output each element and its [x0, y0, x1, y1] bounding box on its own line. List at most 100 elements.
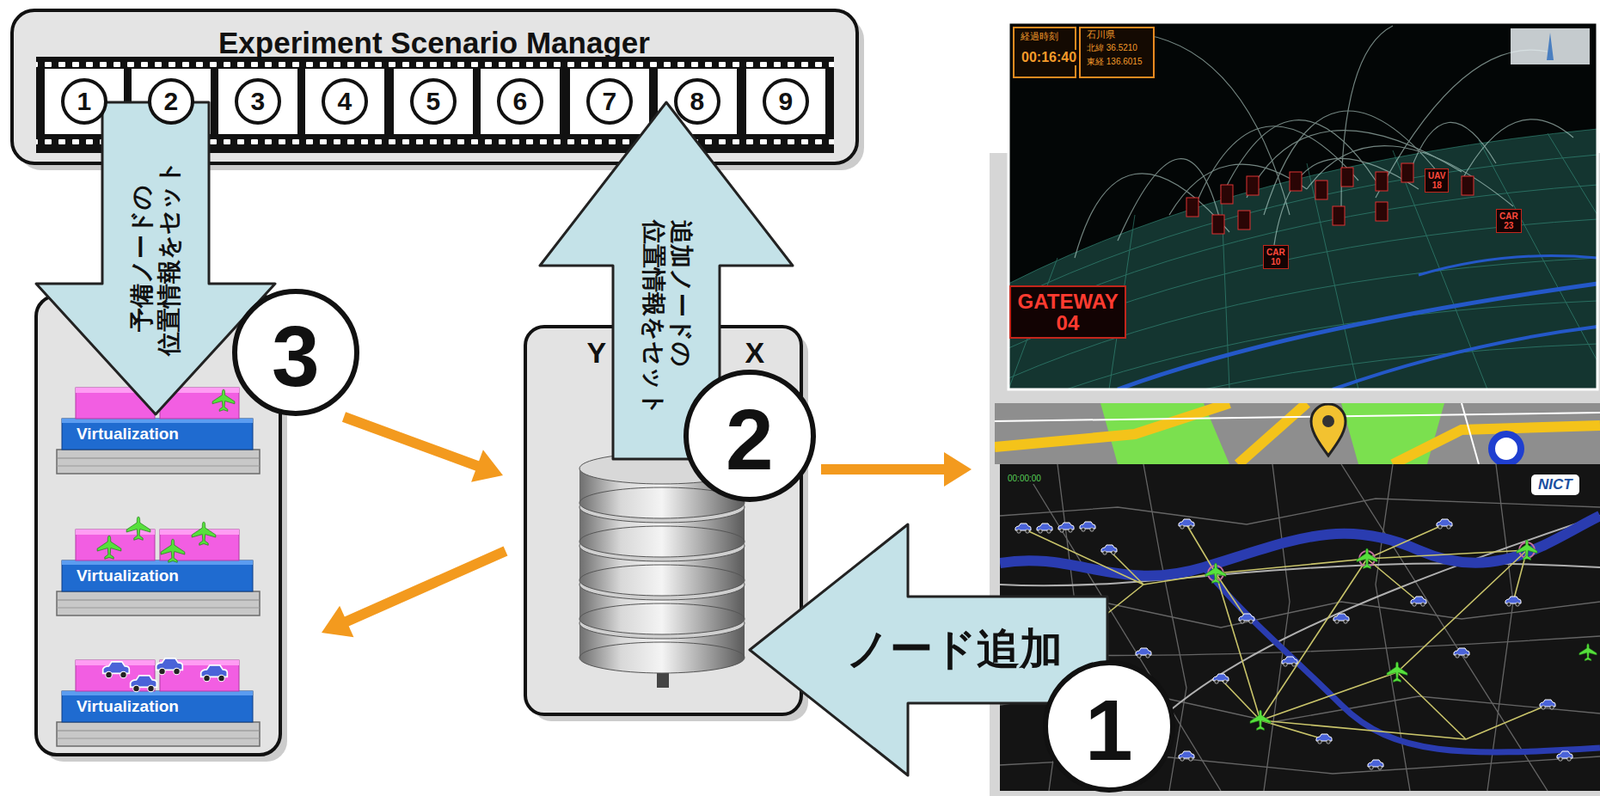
map-view-graphic	[1436, 519, 1453, 529]
film-frame: 8	[674, 78, 721, 125]
3d-view-graphic	[1074, 173, 1230, 258]
callout-number: 3	[271, 312, 320, 399]
node-tag: CAR 10	[1262, 245, 1289, 270]
map-strip-graphic	[1341, 403, 1445, 465]
frame-number: 8	[690, 88, 705, 115]
map-view-graphic	[1178, 751, 1195, 761]
scenario-manager-graphic	[393, 68, 473, 135]
scenario-manager-graphic	[570, 68, 650, 135]
3d-view-graphic	[1332, 326, 1598, 390]
database-graphic	[579, 526, 745, 558]
callout-circles	[1045, 662, 1173, 791]
map-view-graphic	[1220, 679, 1261, 721]
3d-view-graphic	[1341, 25, 1393, 207]
server-rack-graphic	[103, 662, 130, 679]
map-view-graphic	[1453, 648, 1470, 658]
server-rack-graphic	[160, 539, 185, 563]
map-view-graphic	[1505, 596, 1521, 607]
3d-view-graphic	[1246, 130, 1462, 198]
server-rack-graphic	[61, 560, 253, 592]
server-rack-graphic	[56, 449, 260, 474]
3d-view-graphic	[1272, 158, 1419, 258]
callout-number: 2	[725, 396, 774, 483]
3d-view-graphic	[1306, 146, 1514, 207]
node-tag: UAV 18	[1424, 168, 1449, 193]
map-view-graphic	[1263, 464, 1290, 791]
3d-view-graphic	[1008, 128, 1598, 390]
map-clock: 00:00:00	[1005, 473, 1043, 485]
map-view-graphic	[1023, 528, 1144, 585]
layer-label: Virtualization	[76, 697, 179, 717]
3d-view-graphic	[1008, 154, 1598, 301]
map-view-graphic	[1213, 674, 1229, 684]
3d-view-graphic	[1238, 210, 1251, 230]
server-rack-graphic	[56, 458, 260, 460]
film-frame: 5	[410, 78, 457, 125]
frame-number: 6	[513, 88, 528, 115]
server-rack-graphic	[126, 516, 151, 540]
3d-view-graphic	[1008, 257, 1598, 379]
hud-text: 東経 136.6015	[1085, 56, 1145, 68]
server-rack-graphic	[56, 660, 260, 747]
arrow-label: 追加ノードの 位置情報をセット	[638, 220, 694, 423]
server-rack-graphic	[191, 521, 216, 546]
map-view-graphic	[1487, 464, 1514, 791]
frame-number: 5	[426, 88, 442, 115]
3d-view-graphic	[1008, 22, 1598, 390]
logo-text: NICT	[1531, 474, 1580, 496]
server-rack-graphic	[56, 730, 260, 732]
server-rack-graphic	[130, 675, 158, 693]
3d-view-graphic	[1117, 159, 1221, 241]
hud-text: 00:16:40	[1019, 49, 1079, 66]
map-strip-graphic	[1311, 404, 1346, 456]
3d-view-graphic	[1117, 256, 1598, 391]
film-frame: 1	[61, 78, 108, 125]
callout-circles	[686, 372, 814, 500]
map-strip-graphic	[994, 403, 1600, 465]
hud-text: 石川県	[1085, 29, 1117, 41]
map-view-graphic	[1260, 558, 1368, 721]
3d-view-graphic	[1195, 126, 1359, 207]
3d-view-graphic	[1461, 119, 1574, 181]
arrow-head	[944, 452, 972, 487]
server-rack-graphic	[56, 529, 260, 616]
map-view-graphic	[1281, 656, 1298, 667]
map-strip-graphic	[1461, 403, 1479, 465]
node-tag: GATEWAY 04	[1009, 285, 1128, 339]
map-view-graphic	[1260, 672, 1398, 721]
3d-view-graphic	[1186, 197, 1199, 217]
callout-circles	[234, 291, 357, 414]
film-frame: 4	[321, 78, 368, 125]
arrow-head	[471, 449, 503, 483]
frame-number: 7	[602, 88, 618, 115]
map-view-graphic	[1539, 699, 1556, 710]
arrow-label: 予備ノードの 位置情報をセット	[128, 157, 184, 360]
film-frame: 2	[147, 78, 195, 125]
callout-number: 1	[1085, 686, 1134, 773]
arrow-head	[321, 606, 354, 638]
map-view-graphic	[1410, 596, 1427, 607]
hud-text: 経過時刻	[1018, 30, 1061, 43]
map-view-graphic	[1101, 545, 1117, 555]
3d-view-graphic	[1008, 22, 1598, 390]
server-rack-graphic	[56, 465, 260, 467]
map-view-graphic	[1579, 643, 1597, 662]
frame-number: 2	[164, 88, 179, 115]
map-view-graphic	[1367, 550, 1527, 559]
map-view-graphic	[1079, 521, 1096, 532]
map-view-graphic	[1036, 523, 1053, 534]
map-view-graphic	[1135, 648, 1152, 658]
3d-view-graphic	[1066, 300, 1598, 390]
map-view-graphic	[1109, 550, 1144, 585]
3d-view-graphic	[1117, 283, 1598, 390]
3d-view-graphic	[1375, 171, 1388, 191]
3d-view-graphic	[1306, 163, 1359, 390]
database-graphic	[579, 642, 745, 674]
server-rack-graphic	[61, 691, 253, 723]
arrow-label: ノード追加	[845, 625, 1063, 675]
arrow-line	[344, 551, 506, 623]
3d-view-graphic	[1375, 49, 1548, 198]
3d-view-graphic	[1461, 176, 1474, 196]
server-rack-graphic	[97, 535, 122, 559]
server-rack-graphic	[56, 738, 260, 740]
